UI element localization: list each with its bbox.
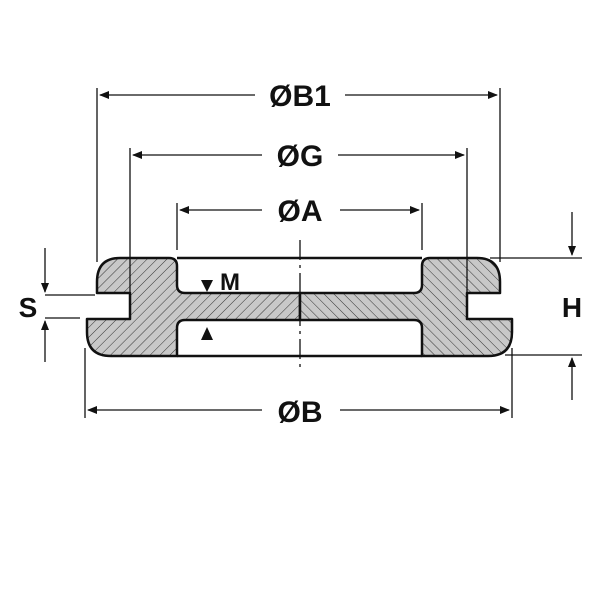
label-s: S	[19, 292, 38, 323]
label-g: ØG	[277, 140, 324, 173]
label-b1: ØB1	[269, 80, 331, 113]
label-b: ØB	[278, 396, 323, 429]
dimension-lines	[41, 91, 576, 414]
section-left-half	[85, 256, 302, 358]
extension-lines	[45, 88, 582, 418]
m-top-arrow-icon	[201, 280, 213, 292]
label-h: H	[562, 292, 582, 323]
section-right-half	[298, 256, 514, 358]
label-a: ØA	[278, 195, 323, 228]
m-bottom-arrow-icon	[201, 327, 213, 340]
label-m: M	[220, 269, 240, 296]
